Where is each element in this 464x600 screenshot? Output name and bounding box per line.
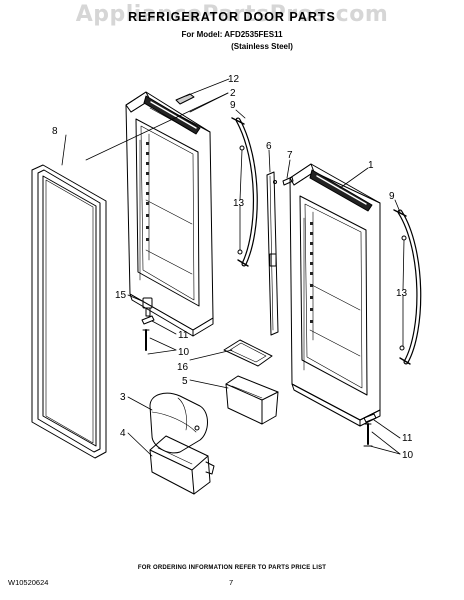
callout-9-left: 9 xyxy=(230,100,236,111)
finish-line: (Stainless Steel) xyxy=(231,42,293,51)
callout-5: 5 xyxy=(182,376,188,387)
callout-15: 15 xyxy=(115,290,127,301)
callout-10-left: 10 xyxy=(178,347,190,358)
page-number: 7 xyxy=(229,578,234,587)
right-bottom-hinge xyxy=(363,413,377,447)
document-number: W10520624 xyxy=(8,578,49,587)
callout-11-right: 11 xyxy=(402,433,413,444)
callout-16: 16 xyxy=(177,362,189,373)
callout-13-right: 13 xyxy=(396,288,408,299)
callout-13-left: 13 xyxy=(233,198,245,209)
hinge-screw xyxy=(282,176,294,186)
callout-8: 8 xyxy=(52,126,58,137)
ice-bin xyxy=(149,435,215,495)
callout-7: 7 xyxy=(287,150,293,161)
left-door-handle xyxy=(231,117,258,267)
callouts: 12 2 9 8 6 7 1 13 9 13 15 11 10 16 5 3 4… xyxy=(52,74,414,461)
ice-bin-cover xyxy=(149,392,208,454)
callout-4: 4 xyxy=(120,428,126,439)
door-cap xyxy=(175,93,195,105)
model-line: For Model: AFD2535FES11 xyxy=(181,30,283,39)
callout-9-right: 9 xyxy=(389,191,395,202)
hinge-bar xyxy=(266,171,279,336)
right-door xyxy=(289,163,381,427)
door-gasket xyxy=(31,164,107,459)
leader-lines xyxy=(61,78,405,457)
callout-6: 6 xyxy=(266,141,272,152)
callout-3: 3 xyxy=(120,392,126,403)
left-bottom-hinge xyxy=(141,297,155,351)
left-door xyxy=(125,91,214,337)
callout-11-left: 11 xyxy=(178,330,189,341)
callout-12: 12 xyxy=(228,74,240,85)
right-door-handle xyxy=(393,209,422,365)
callout-1: 1 xyxy=(368,160,374,171)
bin-cover xyxy=(223,339,273,367)
watermark-text: AppliancePartsPros.com xyxy=(75,2,389,27)
page-title: REFRIGERATOR DOOR PARTS xyxy=(128,10,336,24)
ordering-note: FOR ORDERING INFORMATION REFER TO PARTS … xyxy=(137,565,327,571)
callout-2: 2 xyxy=(230,88,236,99)
callout-10-right: 10 xyxy=(402,450,414,461)
door-bin-small xyxy=(225,375,279,425)
